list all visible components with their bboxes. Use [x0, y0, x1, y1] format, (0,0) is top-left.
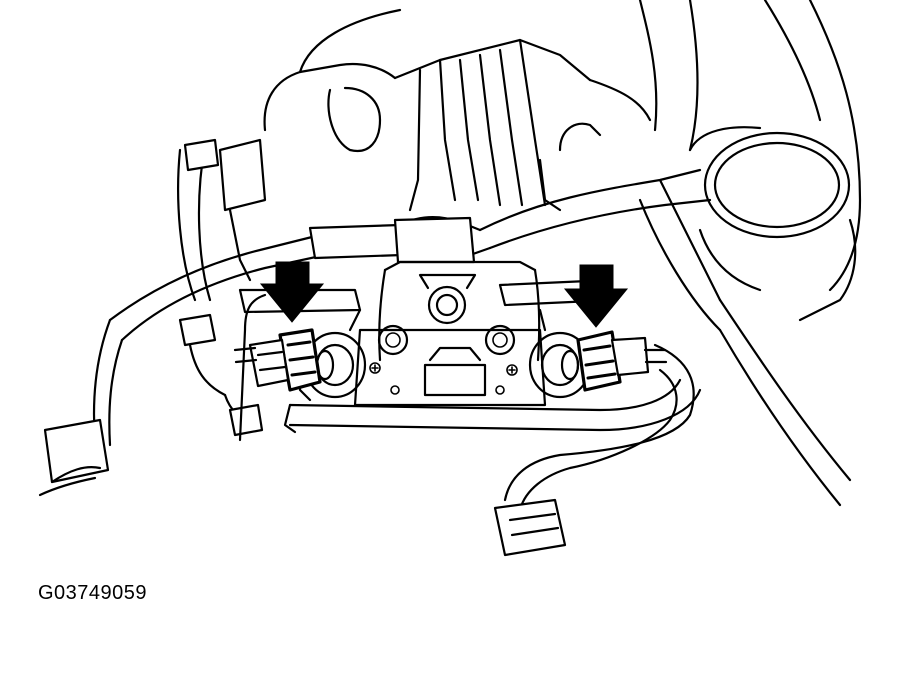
- intake-manifold: [263, 0, 862, 292]
- fuel-rail-block: [238, 260, 617, 407]
- left-harness-lead: [38, 318, 124, 497]
- wiring-harness: [108, 168, 852, 507]
- right-injector-connector: [576, 330, 668, 392]
- left-bracket: [177, 138, 267, 397]
- throttle-body: [688, 126, 857, 322]
- left-injector-connector: [233, 328, 322, 392]
- right-connector-arrow: [563, 264, 629, 328]
- left-clip: [223, 293, 267, 442]
- left-connector-arrow: [259, 261, 325, 323]
- lower-hose: [283, 343, 702, 557]
- figure-id-label: G03749059: [38, 582, 148, 604]
